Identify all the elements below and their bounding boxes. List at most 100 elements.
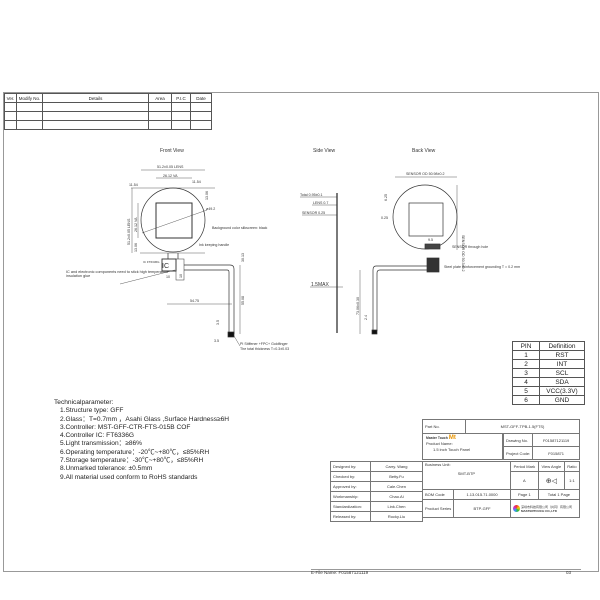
stiffener-note: PI Stiffener +FPC+ Goldfinger bbox=[240, 342, 288, 346]
pin-definition: RST bbox=[539, 350, 585, 360]
title-block-people: Designed by:Carry. Wang Checked by:Betty… bbox=[330, 461, 423, 522]
definition-header: Definition bbox=[539, 341, 585, 351]
person-name: Cale.Chen bbox=[370, 481, 423, 492]
back-sensor-area bbox=[408, 202, 444, 237]
tech-item: 2.Glass：T=0.7mm ，Asahi Glass ,Surface Ha… bbox=[60, 415, 230, 423]
pin-definition: SDA bbox=[539, 377, 585, 387]
title-block-right: Drawing No.F01587121119 Project Code:F01… bbox=[502, 433, 580, 460]
efile-name: F01587121119 bbox=[338, 570, 369, 575]
drawing-no: F01587121119 bbox=[532, 433, 580, 447]
business-unit: SMT-BTP bbox=[457, 471, 476, 476]
tech-item: 5.Light transmission：≥86% bbox=[60, 440, 143, 448]
drawing-frame bbox=[3, 92, 599, 572]
person-name: Betty.Fu bbox=[370, 471, 423, 482]
person-name: Carry. Wang bbox=[370, 461, 423, 472]
sensor-through-hole bbox=[424, 243, 441, 250]
dim-lens-thickness: LENS 0.7 bbox=[313, 201, 328, 205]
period-mark: A bbox=[509, 471, 539, 490]
dim-top-offset: 13.06 bbox=[205, 191, 209, 200]
steel-stiffener bbox=[426, 257, 440, 273]
back-sensor-circle bbox=[392, 184, 458, 250]
dim-fpc-length: 55.08 bbox=[241, 296, 245, 305]
front-goldfinger bbox=[227, 331, 235, 338]
role-label: Designed by: bbox=[330, 461, 371, 472]
person-name: Chao.Ai bbox=[370, 491, 423, 502]
back-view-title: Back View bbox=[412, 148, 436, 154]
dim-total-thickness: Total 0.95±0.1 bbox=[300, 193, 323, 197]
dim-va-height: 26.12 VA bbox=[134, 217, 138, 232]
ic-glue-note: IC and electronic components need to sti… bbox=[66, 270, 169, 279]
tech-item: 7.Storage temperature：-30℃~+80℃，≤85%RH bbox=[60, 457, 204, 465]
dim-back-left: 0.25 bbox=[381, 216, 388, 220]
dim-sensor-od-height: SENSOR OD 50.3±0.2 bbox=[461, 235, 465, 272]
product-cell: Master Touch Mt Product Name: 1.5 inch T… bbox=[422, 433, 503, 460]
tech-item: 3.Controller: MST-GFF-CTR-FTS-015B COF bbox=[60, 423, 191, 431]
tech-item: 4.Controller IC: FT6336G bbox=[60, 432, 135, 440]
dim-back-top: 6.25 bbox=[384, 194, 388, 201]
page-number: Page 1 bbox=[509, 489, 539, 500]
dim-lens-height: 51.2±0.05 LENS bbox=[127, 218, 131, 245]
pin-number: 6 bbox=[512, 395, 540, 405]
bom-code: 1.13.015.71.0000 bbox=[453, 489, 511, 500]
pin-number: 2 bbox=[512, 359, 540, 369]
tech-item: 1.Structure type: GFF bbox=[60, 407, 124, 415]
drawing-no-label: Drawing No. bbox=[502, 433, 534, 447]
pin-definition: VCC(3.3V) bbox=[539, 386, 585, 396]
brand-name: Master Touch bbox=[426, 436, 448, 440]
pin-header: PIN bbox=[512, 341, 540, 351]
dim-diameter: ø49.2 bbox=[206, 207, 215, 211]
pin-definition: INT bbox=[539, 359, 585, 369]
ic-part-label: IC FT6336G bbox=[143, 260, 160, 264]
person-name: Rocky.Liu bbox=[370, 511, 423, 522]
dim-tail-length: 3.5 bbox=[216, 320, 220, 325]
tech-title: Technicalparameter: bbox=[54, 399, 114, 406]
product-name-label: Product Name: bbox=[426, 441, 453, 446]
thickness-note: The total thickness T=0.3±0.03 bbox=[240, 347, 289, 351]
role-label: Standardization: bbox=[330, 501, 371, 512]
dim-va-width: 26.12 VA bbox=[163, 174, 178, 178]
company-logo-icon bbox=[512, 505, 520, 512]
pin-number: 1 bbox=[512, 350, 540, 360]
steel-note: Steel plate reinforcement grounding T = … bbox=[444, 265, 520, 269]
tech-item: 9.All material used conform to RoHS stan… bbox=[60, 473, 198, 481]
role-label: Approved by: bbox=[330, 481, 371, 492]
dim-hole-width: 9.5 bbox=[428, 238, 433, 242]
part-no-label: Part No. bbox=[422, 419, 466, 434]
dim-fpc-width: 54.75 bbox=[190, 299, 199, 303]
role-label: Workmanship: bbox=[330, 491, 371, 502]
ink-note: Ink keeping handle bbox=[199, 243, 229, 247]
ic-label: IC bbox=[162, 263, 169, 270]
front-view-title: Front View bbox=[160, 148, 184, 154]
view-angle-label: View Angle bbox=[537, 461, 565, 472]
dim-left-offset: 11.54 bbox=[129, 183, 138, 187]
dim-lens-width: 51.2±0.05 LENS bbox=[157, 165, 184, 169]
technical-parameters: Technicalparameter: 1.Structure type: GF… bbox=[54, 399, 229, 482]
efile-row: E-File Name: F01587121119 03 bbox=[311, 569, 581, 575]
revision-table: Ver. Modify No. Details Area P.I.C Date bbox=[4, 93, 212, 130]
efile-label: E-File Name: bbox=[311, 570, 338, 575]
revision-row bbox=[4, 120, 212, 130]
dim-max-thickness: 1.5MAX bbox=[311, 282, 329, 288]
product-name: 1.5 inch Touch Panel bbox=[433, 447, 471, 452]
dim-right-offset: 11.54 bbox=[192, 180, 201, 184]
role-label: Released by: bbox=[330, 511, 371, 522]
product-series: BTP-GFF bbox=[453, 499, 511, 518]
dim-ic-width: 10 bbox=[166, 275, 170, 279]
dim-ic-height: 10 bbox=[179, 274, 183, 278]
dim-total-length: 73.06±0.30 bbox=[356, 297, 360, 315]
tech-item: 8.Unmarked tolerance: ±0.5mm bbox=[60, 465, 153, 473]
dim-tail-width: 3.5 bbox=[214, 339, 219, 343]
front-lens-circle bbox=[140, 187, 206, 253]
projection-symbol-icon: ⊕◁ bbox=[537, 471, 565, 490]
front-fpc bbox=[184, 264, 235, 334]
brand-logo: Mt bbox=[448, 435, 456, 441]
bg-color-note: Background color silkscreen: black bbox=[212, 226, 268, 230]
business-unit-label: Business Unit: bbox=[425, 462, 451, 467]
revision-row bbox=[4, 111, 212, 121]
